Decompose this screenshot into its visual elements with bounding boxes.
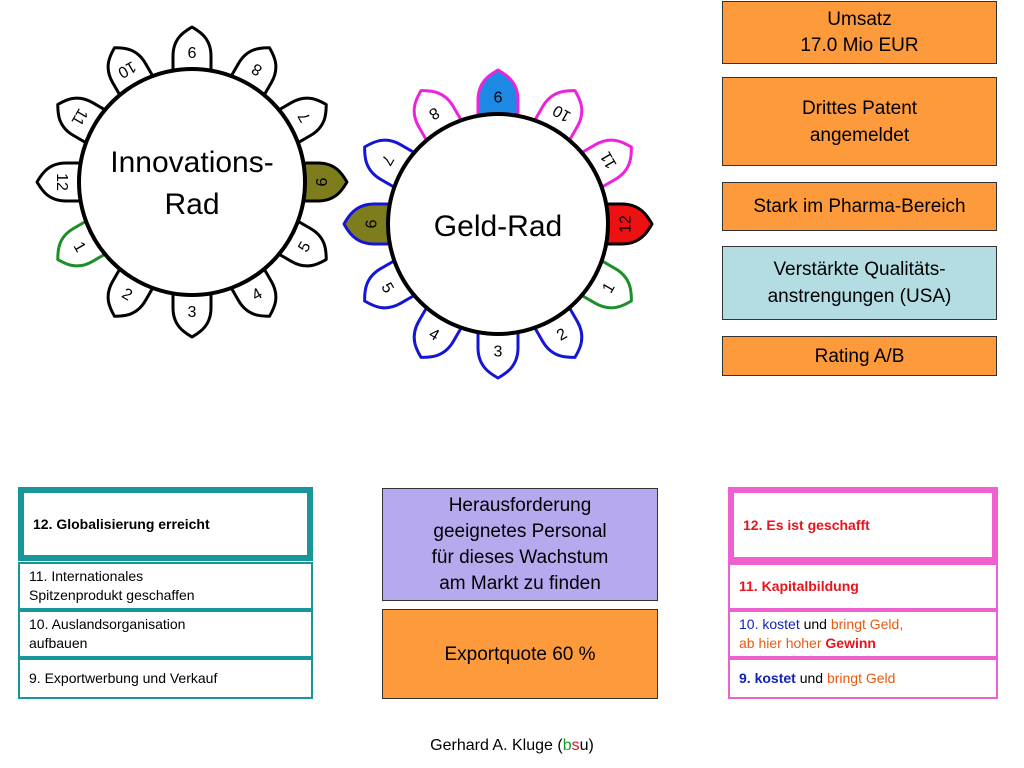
innovation-step-9: 9. Exportwerbung und Verkauf xyxy=(18,658,313,699)
innovation-wheel-petal-shape xyxy=(171,25,213,77)
challenge-line3: für dieses Wachstum xyxy=(431,546,609,568)
money-wheel-petal-7: 3 xyxy=(476,326,520,380)
innovation-step-12: 12. Globalisierung erreicht xyxy=(18,487,313,561)
footer-letter-u: u xyxy=(579,737,589,754)
money-step-10-ab: ab hier hoher xyxy=(739,635,822,651)
innovation-step-9-text: 9. Exportwerbung und Verkauf xyxy=(29,670,218,686)
export-text: Exportquote 60 % xyxy=(444,643,596,665)
money-wheel-petal-shape xyxy=(342,202,396,246)
money-step-10-bringt: bringt Geld, xyxy=(830,616,904,632)
money-wheel-petal-shape xyxy=(476,326,520,380)
innovation-wheel-petal-label: 10 xyxy=(115,57,139,81)
author-footer: Gerhard A. Kluge (bsu) xyxy=(0,737,1024,755)
money-wheel-petal-label: 9 xyxy=(493,87,502,104)
rating-box: Rating A/B xyxy=(722,336,997,376)
innovation-wheel-petal-label: 6 xyxy=(314,177,331,186)
innovation-wheel-petal-10: 12 xyxy=(35,161,87,203)
innovation-step-10: 10. Auslandsorganisation aufbauen xyxy=(18,610,313,658)
money-step-11: 11. Kapitalbildung xyxy=(728,563,998,610)
money-wheel-petal-label: 10 xyxy=(550,101,574,125)
footer-letter-b: b xyxy=(562,737,572,754)
innovation-step-11-line1: 11. Internationales xyxy=(29,568,144,584)
innovation-step-11-line2: Spitzenprodukt geschaffen xyxy=(29,587,195,603)
money-wheel-petal-1: 9 xyxy=(476,68,520,122)
quality-box: Verstärkte Qualitäts-anstrengungen (USA) xyxy=(722,246,997,320)
money-wheel-petal-shape xyxy=(476,68,520,122)
footer-letter-s: s xyxy=(571,737,580,754)
rating-text: Rating A/B xyxy=(814,345,905,367)
innovation-wheel-petal-1: 9 xyxy=(171,25,213,77)
innovation-wheel-title-line1: Innovations- xyxy=(110,146,273,179)
innovation-wheel-title-line2: Rad xyxy=(164,188,219,221)
money-step-11-text: 11. Kapitalbildung xyxy=(739,578,859,594)
challenge-line1: Herausforderung xyxy=(448,494,592,516)
innovation-wheel-petal-shape xyxy=(297,161,349,203)
quality-line2: anstrengungen (USA) xyxy=(767,286,952,307)
quality-line1: Verstärkte Qualitäts- xyxy=(773,259,946,280)
revenue-box: Umsatz 17.0 Mio EUR xyxy=(722,1,997,64)
patent-box: Drittes Patent angemeldet xyxy=(722,77,997,166)
money-wheel-petal-label: 9 xyxy=(361,220,378,229)
money-step-9-bringt: bringt Geld xyxy=(826,670,896,686)
innovation-wheel-petal-shape xyxy=(171,287,213,339)
revenue-value: 17.0 Mio EUR xyxy=(800,34,919,56)
innovation-step-10-line2: aufbauen xyxy=(29,635,88,651)
money-wheel-petal-shape xyxy=(600,202,654,246)
money-step-10-und: und xyxy=(803,616,827,632)
footer-close: ) xyxy=(588,737,594,754)
innovation-wheel-petal-label: 3 xyxy=(188,304,197,321)
innovation-wheel-petal-label: 9 xyxy=(187,43,196,60)
money-step-10: 10. kostet und bringt Geld, ab hier hohe… xyxy=(728,610,998,658)
author-name: Gerhard A. Kluge ( xyxy=(430,737,563,754)
money-wheel-hub xyxy=(386,112,610,336)
money-step-9-kostet: 9. kostet xyxy=(739,670,796,686)
innovation-wheel-petal-shape xyxy=(35,161,87,203)
money-wheel-petal-label: 12 xyxy=(618,215,635,233)
innovation-wheel-petal-label: 12 xyxy=(53,173,70,191)
innovation-wheel-petal-7: 3 xyxy=(171,287,213,339)
export-box: Exportquote 60 % xyxy=(382,609,658,699)
innovation-step-12-text: 12. Globalisierung erreicht xyxy=(33,515,210,532)
patent-line1: Drittes Patent xyxy=(801,97,918,119)
money-wheel-petal-10: 9 xyxy=(342,202,396,246)
pharma-text: Stark im Pharma-Bereich xyxy=(753,196,966,217)
money-step-9: 9. kostet und bringt Geld xyxy=(728,658,998,699)
money-step-12: 12. Es ist geschafft xyxy=(728,487,998,563)
money-step-10-gewinn: Gewinn xyxy=(825,635,876,651)
money-wheel-petal-label: 11 xyxy=(597,148,620,171)
patent-line2: angemeldet xyxy=(809,124,910,146)
money-wheel-petal-label: 3 xyxy=(494,344,503,361)
challenge-line4: am Markt zu finden xyxy=(439,572,601,594)
challenge-line2: geeignetes Personal xyxy=(433,520,607,542)
money-wheel-title: Geld-Rad xyxy=(434,210,562,243)
money-wheel-petal-4: 12 xyxy=(600,202,654,246)
innovation-step-10-line1: 10. Auslandsorganisation xyxy=(29,616,186,632)
innovation-wheel-petal-label: 11 xyxy=(68,105,91,128)
money-step-12-text: 12. Es ist geschafft xyxy=(743,516,870,533)
innovation-wheel-hub xyxy=(77,67,307,297)
pharma-box: Stark im Pharma-Bereich xyxy=(722,182,997,231)
money-step-9-und: und xyxy=(799,670,824,686)
challenge-box: Herausforderung geeignetes Personal für … xyxy=(382,488,658,601)
revenue-label: Umsatz xyxy=(827,8,892,30)
innovation-wheel-petal-4: 6 xyxy=(297,161,349,203)
money-step-10-kostet: 10. kostet xyxy=(739,616,800,632)
